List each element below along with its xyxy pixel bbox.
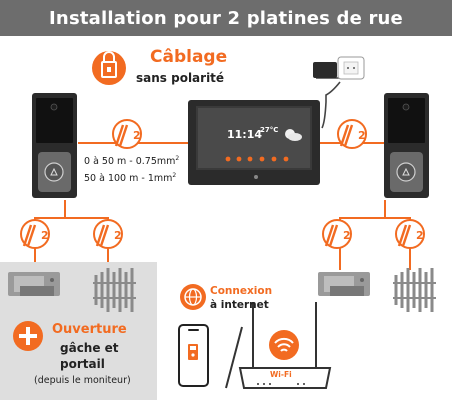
phone-icon [178,324,209,387]
power-cable [321,81,341,129]
wire-icon-top-right [337,119,367,149]
wire-count-top-left: 2 [133,129,141,142]
cablage-title: Câblage [150,47,228,67]
door-station-right [384,93,429,198]
ouverture-note: (depuis le moniteur) [34,375,131,386]
separator-slash [225,326,243,389]
ouverture-line-1: gâche et [60,341,119,355]
wire-count-bottom-2: 2 [114,229,122,242]
plug-icon [313,56,365,80]
monitor [188,100,320,185]
wire-icon-bottom-2 [93,219,123,249]
ouverture-title: Ouverture [52,322,127,337]
spec-line-1: 0 à 50 m - 0.75mm2 [84,155,179,167]
gate-icon-right [393,268,436,312]
wire-icon-top-left [112,119,142,149]
wire-count-bottom-1: 2 [41,229,49,242]
monitor-temperature: 27°C [260,126,278,134]
router-icon [238,302,332,389]
globe-icon [180,284,206,310]
electric-strike-icon-left [8,272,60,296]
plus-icon [13,321,43,351]
spec-line-1-exp: 2 [175,155,180,162]
cablage-subtitle: sans polarité [136,71,225,85]
wire-icon-bottom-1 [20,219,50,249]
monitor-time: 11:14 [227,128,262,141]
door-station-left [32,93,77,198]
connexion-title: Connexion [210,285,273,297]
wifi-icon [269,330,299,360]
electric-strike-icon-right [318,272,370,296]
router-label: Wi-Fi [270,370,292,379]
spec-line-2: 50 à 100 m - 1mm2 [84,172,176,184]
lock-icon [92,51,126,85]
spec-line-2-text: 50 à 100 m - 1mm [84,173,173,185]
spec-line-1-text: 0 à 50 m - 0.75mm [84,156,176,168]
ouverture-line-2: portail [60,357,105,371]
wire-count-top-right: 2 [358,129,366,142]
connexion-subtitle: à internet [210,299,269,311]
gate-icon-left [93,268,136,312]
wire-count-bottom-4: 2 [416,229,424,242]
wire-icon-bottom-3 [322,219,352,249]
wire-icon-bottom-4 [395,219,425,249]
page-title: Installation pour 2 platines de rue [0,0,452,36]
wire-count-bottom-3: 2 [343,229,351,242]
spec-line-2-exp: 2 [172,172,177,179]
